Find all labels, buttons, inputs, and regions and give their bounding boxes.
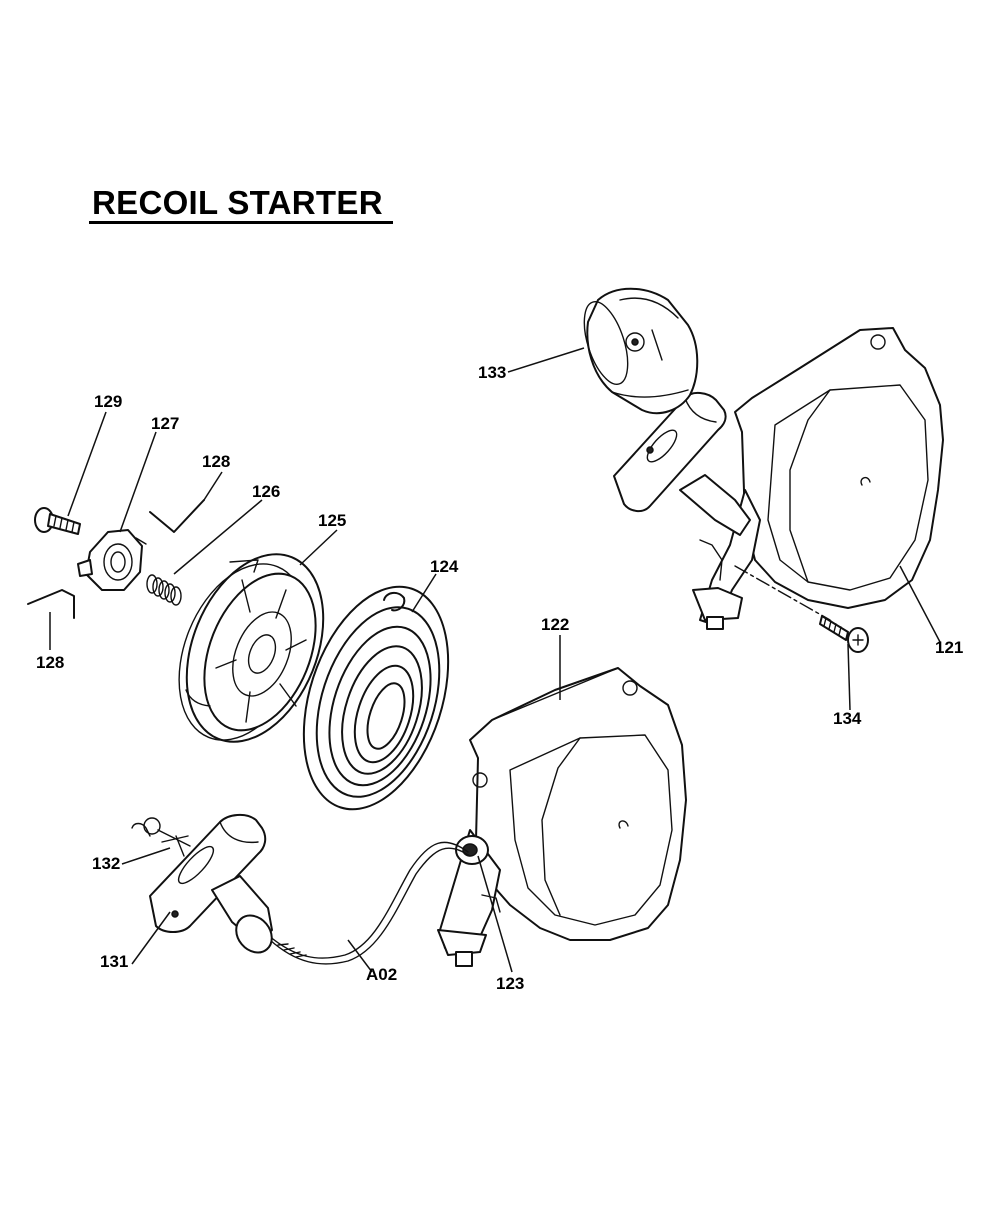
- part-label-125: 125: [318, 511, 346, 530]
- part-label-131: 131: [100, 952, 128, 971]
- part-label-123: 123: [496, 974, 524, 993]
- starter-rope-A02: [267, 841, 471, 965]
- rope-clip-132: [131, 817, 191, 857]
- starter-housing-122: [437, 667, 687, 967]
- cover-cup-133: [583, 287, 699, 415]
- pin-128-lower: [27, 589, 75, 619]
- part-label-127: 127: [151, 414, 179, 433]
- diagram-title: RECOIL STARTER: [92, 184, 383, 221]
- leader-lines: [49, 347, 941, 973]
- part-label-128-upper: 128: [202, 452, 230, 471]
- part-label-121: 121: [935, 638, 963, 657]
- part-label-134: 134: [833, 709, 862, 728]
- ratchet-spring-126: [146, 574, 182, 606]
- part-label-126: 126: [252, 482, 280, 501]
- part-label-129: 129: [94, 392, 122, 411]
- recoil-spring-124: [302, 585, 450, 811]
- screw-129: [34, 507, 81, 535]
- starter-housing-assembly-121: [613, 327, 944, 630]
- bolt-134: [819, 615, 869, 653]
- pin-128-upper: [149, 499, 205, 533]
- ratchet-127: [77, 529, 147, 591]
- title-underline: [89, 221, 393, 224]
- part-label-133: 133: [478, 363, 506, 382]
- starter-handle-131: [149, 814, 273, 954]
- part-label-132: 132: [92, 854, 120, 873]
- part-label-122: 122: [541, 615, 569, 634]
- part-label-124: 124: [430, 557, 459, 576]
- part-label-128-lower: 128: [36, 653, 64, 672]
- rope-reel-125: [178, 553, 325, 743]
- part-label-A02: A02: [366, 965, 397, 984]
